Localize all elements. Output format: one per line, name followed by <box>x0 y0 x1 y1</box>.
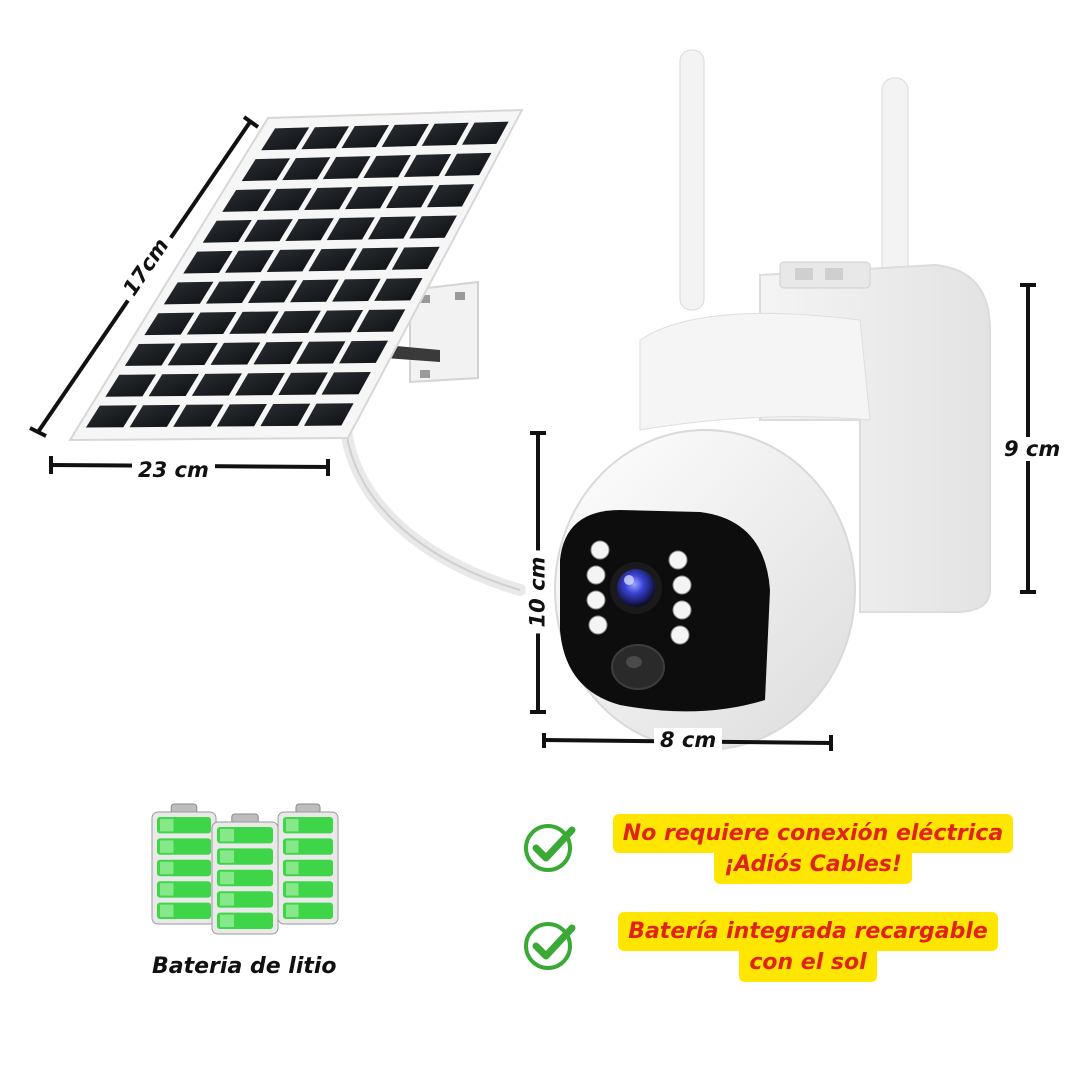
solar-cell <box>144 312 195 336</box>
mount-height-label: 9 cm <box>998 437 1067 461</box>
camera-illustration <box>554 49 991 751</box>
solar-cell <box>285 218 334 242</box>
solar-cell <box>263 188 312 211</box>
battery-cell <box>277 803 339 925</box>
solar-cell <box>163 281 214 305</box>
solar-cell <box>129 404 181 428</box>
solar-cell <box>363 155 411 179</box>
solar-cell <box>266 249 316 272</box>
solar-cell <box>210 342 261 365</box>
solar-cell <box>332 278 381 302</box>
solar-cell <box>85 405 137 428</box>
solar-cell <box>186 311 237 335</box>
solar-cell <box>247 280 298 303</box>
solar-cell <box>308 248 357 272</box>
solar-cell <box>148 373 200 397</box>
solar-cell <box>241 158 291 182</box>
solar-cell <box>290 279 339 303</box>
feature-solar-battery: Batería integrada recargable con el sol <box>598 912 1018 982</box>
check-icon <box>524 922 576 970</box>
solar-cell <box>304 187 353 211</box>
solar-cell <box>229 311 279 334</box>
solar-cell <box>222 189 271 212</box>
solar-cell <box>341 125 389 149</box>
solar-cell <box>271 310 321 334</box>
solar-cell <box>421 122 469 146</box>
solar-cell <box>374 278 423 301</box>
check-icon <box>524 824 576 872</box>
panel-width-label: 23 cm <box>132 458 215 482</box>
solar-cell <box>191 373 242 396</box>
solar-cell <box>301 126 350 150</box>
solar-cell <box>339 340 389 364</box>
solar-cell <box>345 186 393 210</box>
solar-cell <box>225 250 275 273</box>
solar-cell <box>444 152 492 177</box>
solar-cell <box>326 217 375 241</box>
solar-cell <box>368 216 416 240</box>
battery-label: Bateria de litio <box>152 954 337 979</box>
battery-icon <box>151 803 339 935</box>
solar-cell <box>350 247 399 271</box>
solar-cell <box>462 121 509 145</box>
solar-cell <box>205 281 256 304</box>
solar-cell <box>244 219 293 242</box>
solar-cell <box>426 184 475 208</box>
battery-cell <box>211 813 279 935</box>
solar-cell <box>321 371 371 395</box>
solar-cell <box>167 342 218 366</box>
solar-cell <box>322 156 371 180</box>
solar-cell <box>173 404 224 427</box>
feature-2-line-2: con el sol <box>739 943 877 982</box>
solar-cell <box>105 374 157 397</box>
solar-cell <box>391 246 440 270</box>
feature-1-line-2: ¡Adiós Cables! <box>714 845 912 884</box>
solar-cell <box>235 372 285 396</box>
camera-height-label: 10 cm <box>525 550 550 634</box>
solar-cell <box>403 153 452 178</box>
solar-cell <box>304 403 354 426</box>
solar-cell <box>409 215 457 239</box>
feature-2-line-1: Batería integrada recargable <box>618 912 998 951</box>
solar-cell <box>183 250 233 274</box>
solar-cell <box>282 157 331 181</box>
solar-cell <box>296 341 346 364</box>
panel-bracket <box>385 280 479 384</box>
solar-cell <box>385 185 434 209</box>
solar-cell <box>314 310 364 333</box>
solar-cell <box>260 403 311 427</box>
solar-cell <box>261 127 310 151</box>
solar-cell <box>202 219 252 243</box>
battery-cell <box>151 803 217 925</box>
solar-cell <box>381 123 429 147</box>
solar-cell <box>278 372 328 396</box>
solar-cell <box>356 309 406 333</box>
solar-cell <box>253 341 303 365</box>
camera-width-label: 8 cm <box>654 728 723 752</box>
feature-no-cables: No requiere conexión eléctrica ¡Adiós Ca… <box>598 814 1028 884</box>
solar-cell <box>124 343 176 366</box>
solar-cell <box>216 404 267 427</box>
